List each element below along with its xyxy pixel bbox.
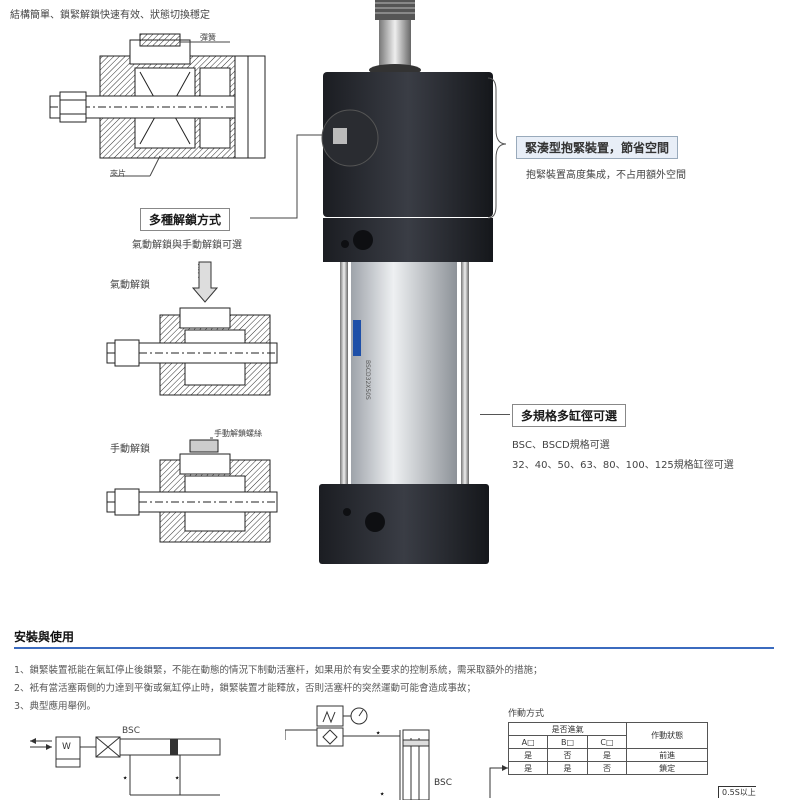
op-col-a: A□ [507,735,549,749]
top-note: 結構簡單、鎖緊解鎖快速有效、狀態切換穩定 [10,10,210,21]
svg-text:⋆: ⋆ [375,728,381,739]
multi-bore-line2: 32、40、50、63、80、100、125規格缸徑可選 [512,460,734,471]
install-section-title: 安裝與使用 [14,630,75,644]
manual-unlock-title: 手動解鎖 [110,444,150,455]
cylinder-model: BSCD32X50S [364,360,371,400]
table-row: 是 否 是 前進 [507,748,708,762]
op-table-bracket [489,765,508,798]
unlock-methods-title: 多種解鎖方式 [140,208,231,231]
spring-label: 彈簧 [200,33,216,42]
op-table-title: 作動方式 [508,709,545,719]
install-section-rule [14,647,774,649]
install-item-2: 2、衹有當活塞兩側的力達到平衡或氣缸停止時，鎖緊裝置才能釋放，否則活塞杆的突然運… [14,683,477,694]
multi-bore-leader [480,414,510,415]
lock-mechanism-section-diagram [49,33,266,177]
multi-bore-title: 多規格多缸徑可選 [512,404,627,427]
cylinder-brand: AIRTAC [350,320,360,356]
compact-lock-title: 緊湊型抱緊裝置，節省空間 [516,136,679,159]
op-col-c: C□ [586,735,628,749]
manual-screw-label: 手動解鎖螺絲 [214,429,262,438]
op-header-state: 作動狀態 [626,722,708,749]
unlock-methods-desc: 氣動解鎖與手動解鎖可選 [132,240,242,251]
app-mid-diagram: ⋆ ⋆ [285,705,430,800]
svg-text:⋆: ⋆ [174,773,180,784]
pneumatic-unlock-diagram [106,261,278,396]
app-mid-bsc-label: BSC [434,778,453,788]
compact-lock-desc: 抱緊裝置高度集成，不占用額外空間 [526,170,686,181]
app-left-weight: W [62,742,71,752]
clip-label: 夾片 [110,169,126,178]
op-side-note: 0.5S以上 [718,786,756,798]
svg-text:⋆: ⋆ [122,773,128,784]
install-item-1: 1、鎖緊裝置祇能在氣缸停止後鎖緊，不能在動態的情況下制動活塞杆，如果用於有安全要… [14,665,543,676]
manual-unlock-diagram [106,437,278,543]
pneumatic-unlock-title: 氣動解鎖 [110,280,150,291]
op-header-group: 是否進氣 [507,722,628,736]
svg-text:⋆: ⋆ [379,789,385,800]
app-left-diagram: ⋆ ⋆ [30,736,221,796]
app-left-bsc-label: BSC [122,726,141,736]
install-item-3: 3、典型應用舉例。 [14,701,97,712]
cylinder-product-image [319,0,493,564]
op-col-b: B□ [547,735,588,749]
unlock-callout-leader [250,134,330,219]
multi-bore-line1: BSC、BSCD規格可選 [512,440,610,451]
compact-lock-bracket [487,77,507,219]
op-table: 是否進氣 作動狀態 A□ B□ C□ 是 否 是 前進 是 是 否 鎖定 [507,722,708,775]
table-row: 是 是 否 鎖定 [507,761,708,775]
